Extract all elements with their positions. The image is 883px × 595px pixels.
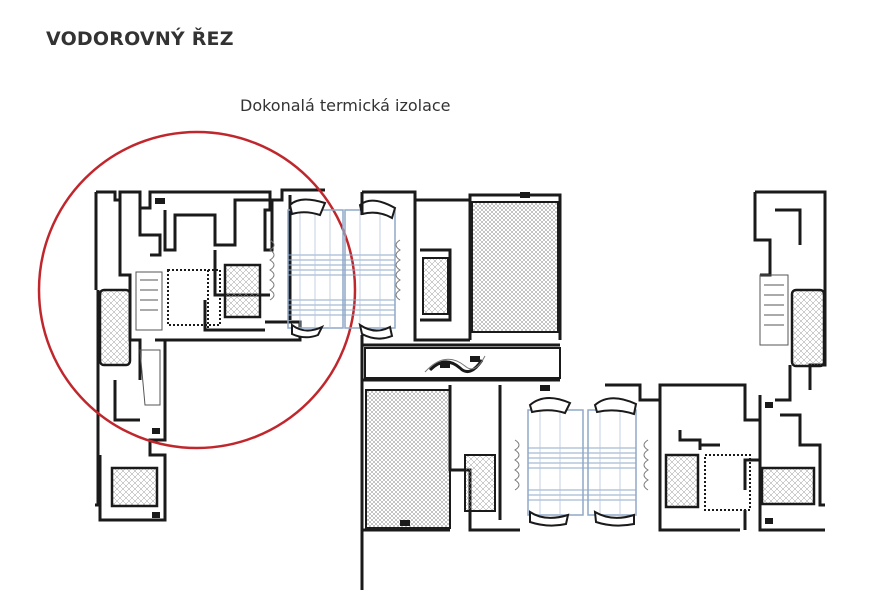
gasket-clips xyxy=(152,192,773,526)
page-title: VODOROVNÝ ŘEZ xyxy=(46,28,234,50)
insulation-left-frame xyxy=(98,288,132,367)
gaskets-left-glazing xyxy=(288,198,397,340)
glazing-right xyxy=(527,409,637,516)
insulation-right-bottom xyxy=(760,466,816,506)
panel-infill-bottom xyxy=(365,389,451,529)
magnifier-circle-icon xyxy=(37,130,357,450)
insulation-center-top xyxy=(422,257,449,315)
insulation-right-sash xyxy=(664,453,700,509)
gasket-lines-left xyxy=(135,271,163,406)
insulation-center-bottom xyxy=(464,454,496,512)
center-interlock xyxy=(364,347,561,379)
glazing-left xyxy=(287,209,396,329)
right-frame-profile xyxy=(605,190,827,532)
callout-label: Dokonalá termická izolace xyxy=(240,96,451,115)
thermal-break-right xyxy=(704,454,751,511)
thermal-break-left xyxy=(167,269,221,330)
spacer-right xyxy=(514,439,649,491)
insulation-left-bottom xyxy=(110,466,159,508)
panel-infill-top xyxy=(471,201,559,333)
left-frame-profile xyxy=(94,188,325,522)
insulation-left-sash xyxy=(223,263,262,319)
gasket-lines-right xyxy=(759,274,789,346)
gaskets-right-glazing xyxy=(528,397,638,527)
insulation-right-frame xyxy=(790,288,826,368)
spacer-left xyxy=(269,239,401,301)
